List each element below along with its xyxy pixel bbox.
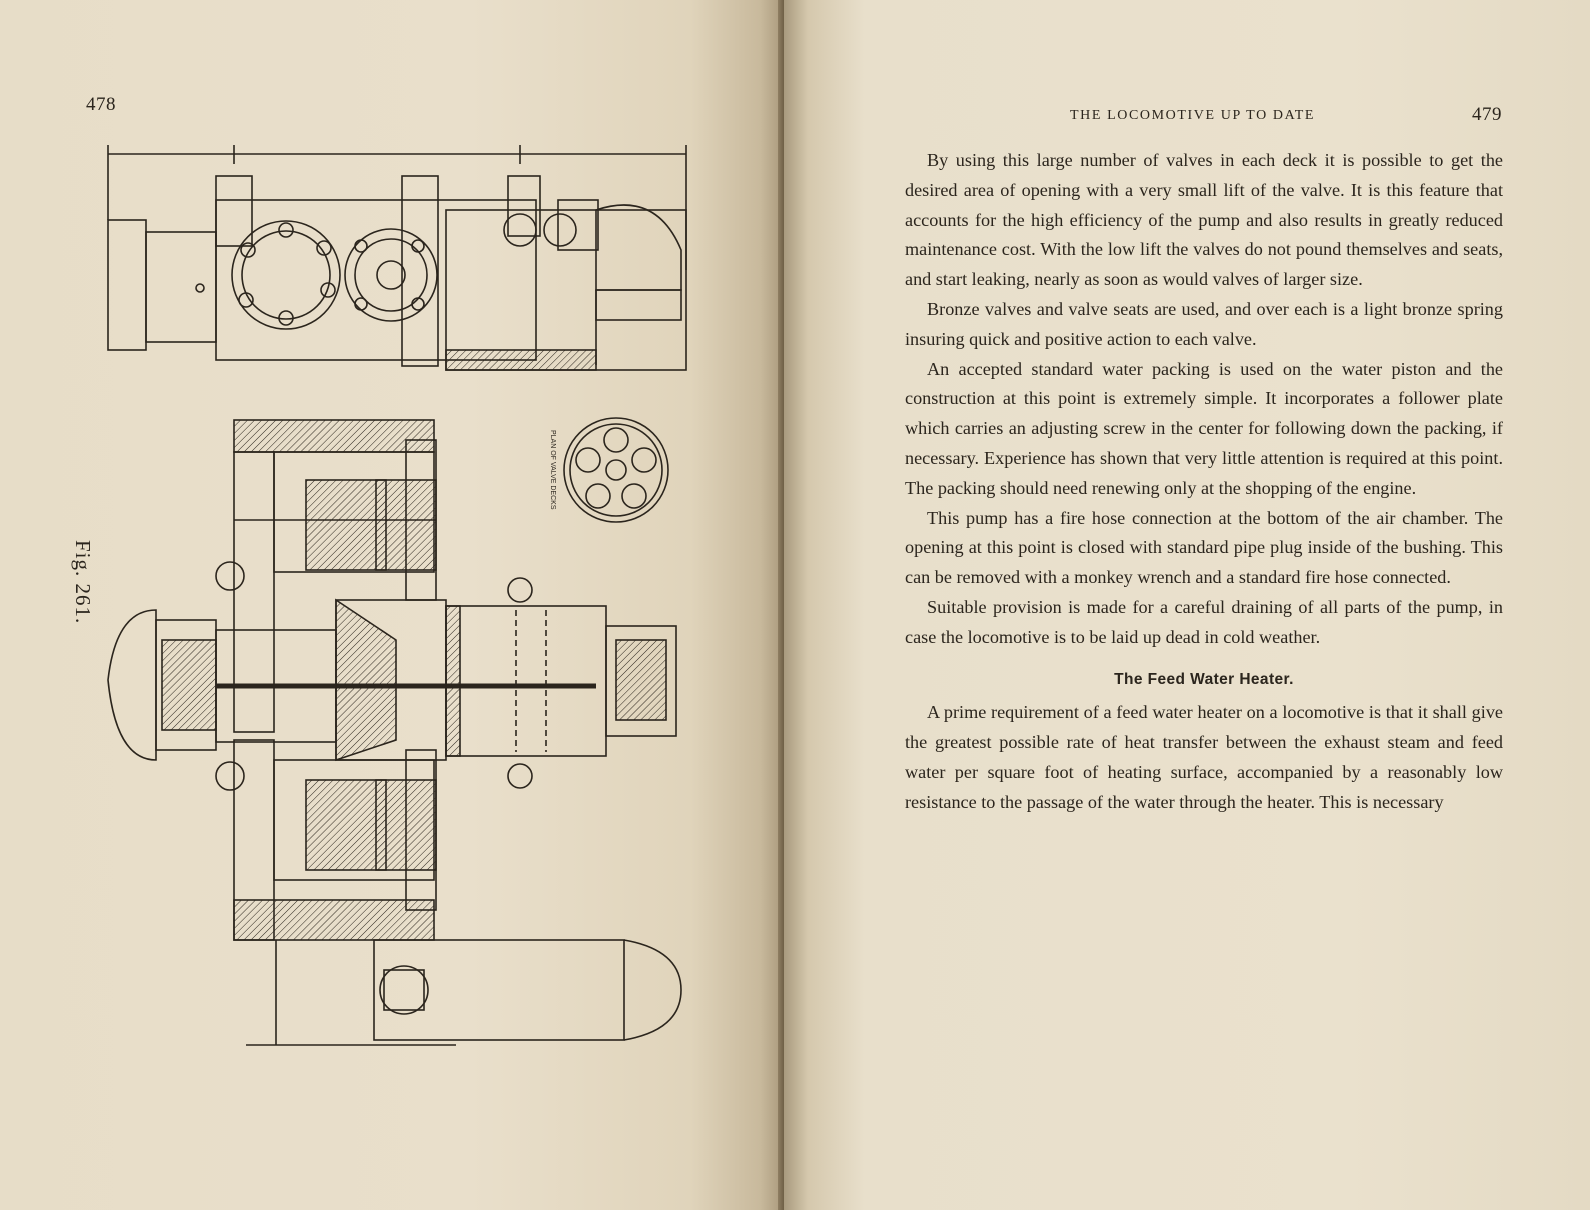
- running-head: THE LOCOMOTIVE UP TO DATE: [1070, 108, 1316, 123]
- right-page-number: 479: [1472, 104, 1502, 125]
- right-page: [784, 0, 1590, 1210]
- left-page: 478 Fig. 261.: [0, 0, 784, 1210]
- paragraph: An accepted standard water packing is us…: [905, 358, 1503, 498]
- paragraph: By using this large number of valves in …: [905, 150, 1503, 290]
- section-heading: The Feed Water Heater.: [1114, 670, 1294, 688]
- paragraph: Bronze valves and valve seats are used, …: [905, 298, 1503, 349]
- body-text: By using this large number of valves in …: [905, 146, 1503, 818]
- paragraph: A prime requirement of a feed water heat…: [905, 702, 1503, 812]
- left-page-number: 478: [86, 94, 116, 115]
- paragraph: Suitable provision is made for a careful…: [905, 596, 1503, 647]
- paragraph: This pump has a fire hose connection at …: [905, 507, 1503, 588]
- valve-plan-label: PLAN OF VALVE DECKS: [549, 430, 556, 510]
- figure-caption: Fig. 261.: [71, 540, 95, 625]
- pump-drawing: PLAN OF VALVE DECKS: [107, 145, 687, 1046]
